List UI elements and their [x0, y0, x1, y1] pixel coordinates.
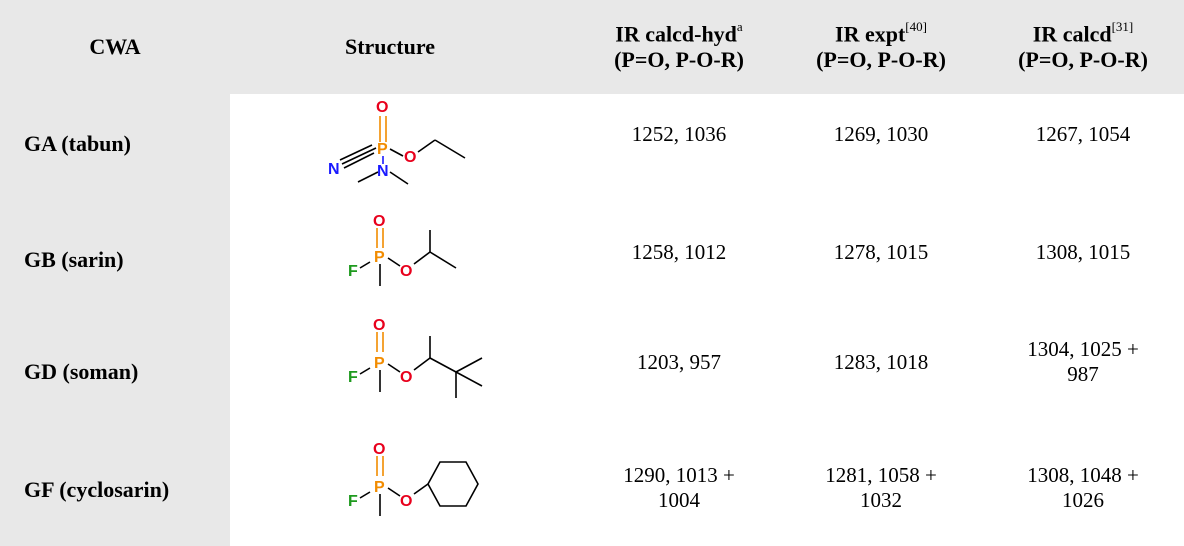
- cyclosarin-oxygen-top: O: [373, 441, 385, 458]
- cyclosarin-fluorine: F: [348, 493, 358, 510]
- ga-expt: 1269, 1030: [780, 94, 982, 174]
- gd-calcd-hyd: 1203, 957: [578, 322, 780, 402]
- tabun-oxygen-top: O: [376, 99, 388, 116]
- header-ir-calcd-hyd: IR calcd-hyda (P=O, P-O-R): [578, 0, 780, 94]
- header-calcd-hyd-sub: (P=O, P-O-R): [614, 47, 744, 73]
- gf-calcd-l2: 1026: [1062, 488, 1104, 512]
- gb-expt: 1278, 1015: [780, 212, 982, 292]
- header-structure: Structure: [230, 0, 550, 94]
- gf-calcd: 1308, 1048 +1026: [982, 448, 1184, 528]
- header-calcd-sub: (P=O, P-O-R): [1018, 47, 1148, 73]
- gf-calcd-hyd: 1290, 1013 +1004: [578, 448, 780, 528]
- gd-expt: 1283, 1018: [780, 322, 982, 402]
- gf-calcd-hyd-l2: 1004: [658, 488, 700, 512]
- sarin-phosphorus: P: [374, 249, 385, 266]
- gf-expt: 1281, 1058 +1032: [780, 448, 982, 528]
- gb-calcd-hyd-l1: 1258, 1012: [631, 239, 727, 264]
- table-header-background: [0, 0, 1184, 94]
- row-label-ga: GA (tabun): [0, 94, 230, 194]
- gb-calcd-l1: 1308, 1015: [1035, 239, 1131, 264]
- gb-expt-l1: 1278, 1015: [833, 239, 929, 264]
- structure-soman-svg: O P O F: [348, 317, 483, 398]
- structure-tabun: O P O N N: [300, 96, 500, 201]
- row-label-column-background: [0, 94, 230, 546]
- gd-calcd-l2: 987: [1067, 362, 1099, 386]
- cyclosarin-phosphorus: P: [374, 479, 385, 496]
- sarin-fluorine: F: [348, 263, 358, 280]
- ga-calcd-l1: 1267, 1054: [1035, 121, 1131, 146]
- structure-tabun-svg: O P O N N: [328, 99, 466, 185]
- sarin-oxygen-top: O: [373, 213, 385, 230]
- sarin-oxygen-ester: O: [400, 263, 412, 280]
- header-structure-text: Structure: [344, 34, 436, 60]
- gf-expt-l1: 1281, 1058 +: [825, 463, 937, 488]
- structure-cyclosarin-svg: O P O F: [348, 441, 479, 516]
- row-label-gf-text: GF (cyclosarin): [24, 477, 170, 503]
- soman-oxygen-ester: O: [400, 369, 412, 386]
- soman-fluorine: F: [348, 369, 358, 386]
- structure-sarin-svg: O P O F: [348, 213, 457, 286]
- gb-calcd: 1308, 1015: [982, 212, 1184, 292]
- header-ir-calcd: IR calcd[31] (P=O, P-O-R): [982, 0, 1184, 94]
- gf-expt-l2: 1032: [860, 488, 902, 512]
- header-calcd-hyd-title: IR calcd-hyd: [615, 21, 737, 47]
- gf-calcd-hyd-l1: 1290, 1013 +: [623, 463, 735, 488]
- ga-calcd-hyd-l1: 1252, 1036: [631, 121, 727, 146]
- header-ir-expt: IR expt[40] (P=O, P-O-R): [780, 0, 982, 94]
- structure-sarin: O P O F: [300, 212, 500, 307]
- gf-calcd-l1: 1308, 1048 +: [1027, 463, 1139, 488]
- header-cwa-text: CWA: [89, 34, 141, 60]
- header-expt-ref: [40]: [905, 18, 927, 34]
- ga-calcd: 1267, 1054: [982, 94, 1184, 174]
- ga-expt-l1: 1269, 1030: [833, 121, 929, 146]
- gd-calcd: 1304, 1025 +987: [982, 322, 1184, 402]
- tabun-phosphorus: P: [377, 141, 388, 158]
- gd-calcd-l1: 1304, 1025 +: [1027, 337, 1139, 362]
- soman-oxygen-top: O: [373, 317, 385, 334]
- row-label-gd: GD (soman): [0, 322, 230, 422]
- structure-soman: O P O F: [300, 316, 500, 441]
- row-label-gb-text: GB (sarin): [24, 247, 124, 273]
- header-expt-sub: (P=O, P-O-R): [816, 47, 946, 73]
- header-calcd-ref: [31]: [1111, 18, 1134, 34]
- tabun-amine-n: N: [377, 163, 389, 180]
- row-label-gf: GF (cyclosarin): [0, 440, 230, 540]
- soman-phosphorus: P: [374, 355, 385, 372]
- gd-expt-l1: 1283, 1018: [833, 349, 929, 374]
- gb-calcd-hyd: 1258, 1012: [578, 212, 780, 292]
- header-cwa: CWA: [0, 0, 230, 94]
- row-label-gd-text: GD (soman): [24, 359, 139, 385]
- header-expt-title: IR expt: [835, 21, 906, 47]
- gd-calcd-hyd-l1: 1203, 957: [637, 349, 721, 374]
- tabun-oxygen-ester: O: [404, 149, 416, 166]
- ga-calcd-hyd: 1252, 1036: [578, 94, 780, 174]
- row-label-ga-text: GA (tabun): [24, 131, 131, 157]
- header-calcd-hyd-footnote: a: [736, 18, 743, 34]
- structure-cyclosarin: O P O F: [300, 440, 510, 545]
- tabun-nitrile-n: N: [328, 161, 340, 178]
- cyclosarin-oxygen-ester: O: [400, 493, 412, 510]
- row-label-gb: GB (sarin): [0, 210, 230, 310]
- header-calcd-title: IR calcd: [1032, 21, 1112, 47]
